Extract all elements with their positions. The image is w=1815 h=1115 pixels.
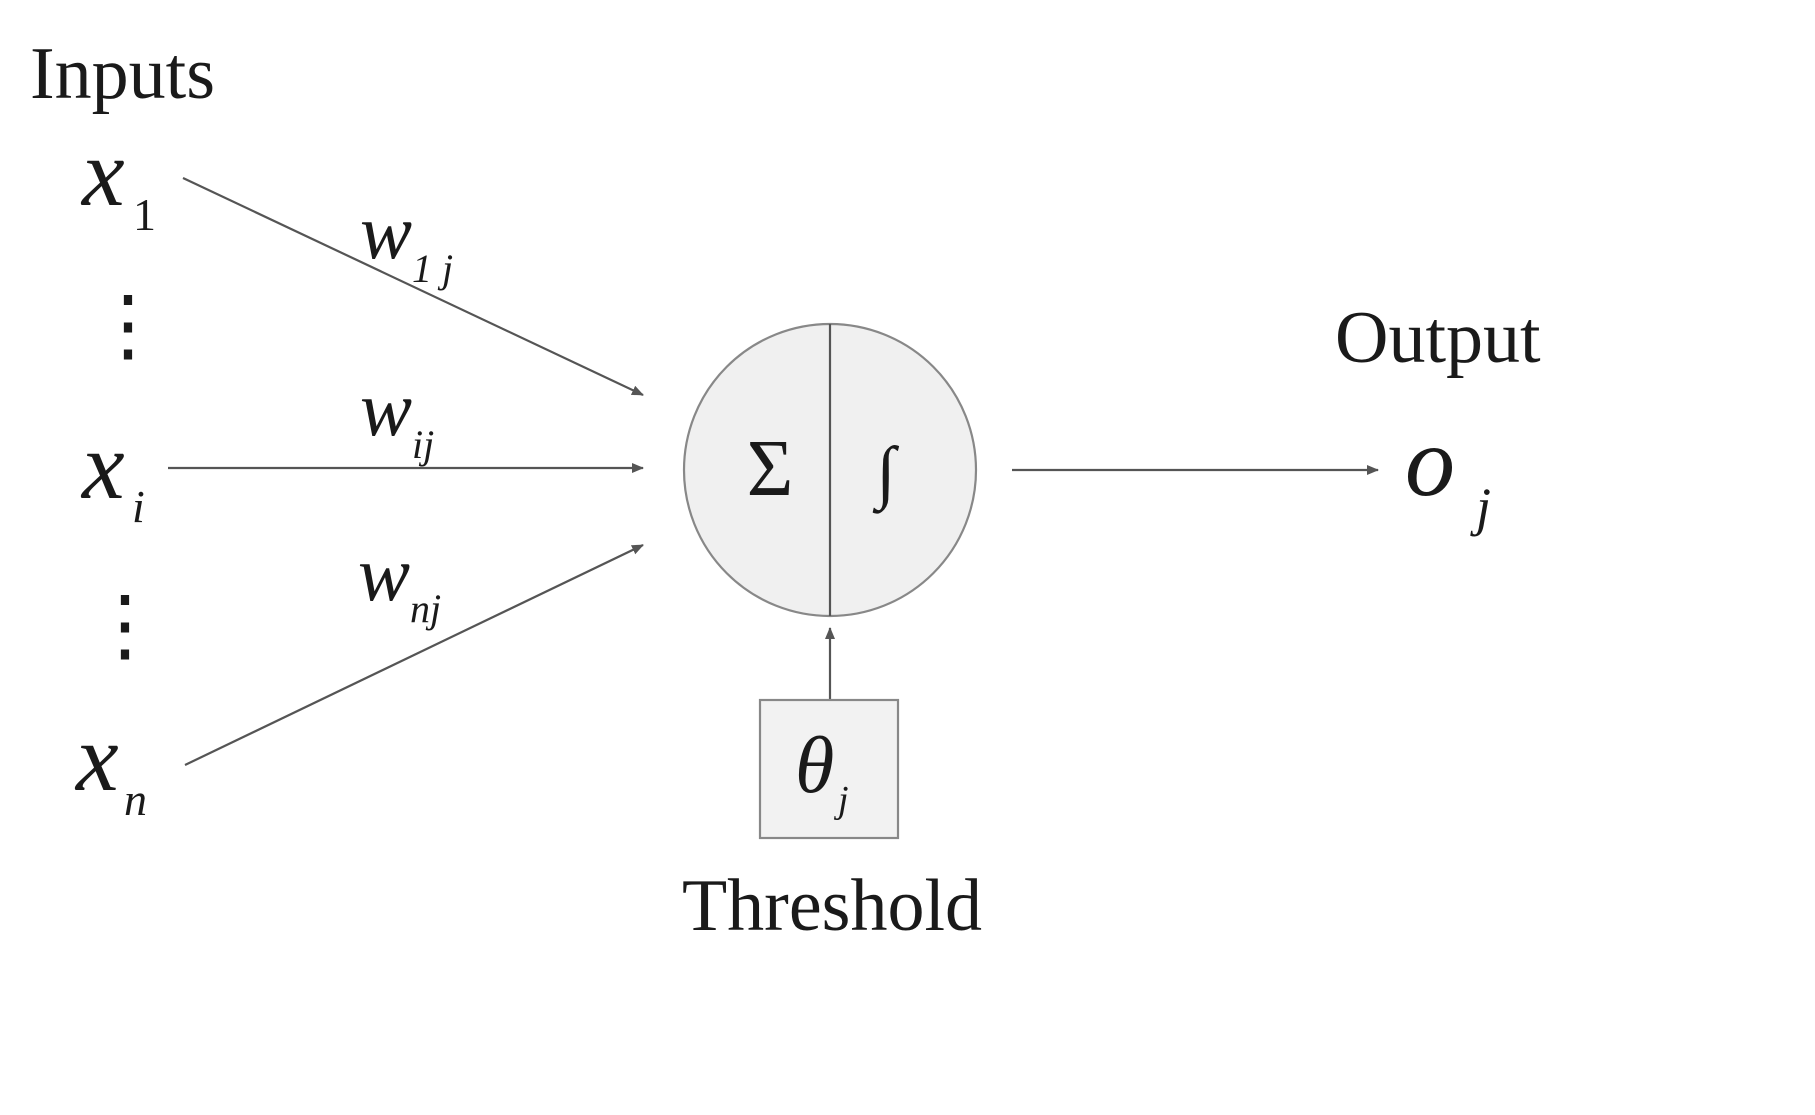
threshold-box: θ j bbox=[758, 698, 900, 840]
weight-wnj-sub: nj bbox=[410, 586, 441, 631]
weight-w1j-var: w bbox=[360, 188, 412, 275]
input-x1: x 1 bbox=[80, 119, 156, 240]
input-xn-var: x bbox=[74, 704, 119, 811]
input-xn-sub: n bbox=[124, 774, 147, 825]
output-label: Output bbox=[1335, 297, 1541, 379]
input-xi-var: x bbox=[80, 412, 125, 519]
activation-symbol: ∫ bbox=[872, 434, 899, 514]
input-xi: x i bbox=[80, 412, 145, 532]
input-xn: x n bbox=[74, 704, 147, 825]
neuron-node: Σ ∫ bbox=[682, 322, 978, 618]
weight-wnj: w nj bbox=[358, 530, 441, 631]
weight-wij-var: w bbox=[360, 365, 412, 452]
ellipsis-bottom: ⋮ bbox=[85, 582, 165, 670]
inputs-label: Inputs bbox=[30, 33, 215, 115]
weight-wnj-var: w bbox=[358, 530, 410, 617]
threshold-rect bbox=[758, 698, 900, 840]
input-x1-sub: 1 bbox=[133, 189, 156, 240]
threshold-theta-var: θ bbox=[795, 722, 834, 810]
output-oj-var: o bbox=[1405, 406, 1455, 517]
weight-w1j-sub: 1 j bbox=[412, 246, 453, 291]
weight-wij-sub: ij bbox=[412, 422, 434, 467]
sum-symbol: Σ bbox=[747, 425, 794, 513]
weight-wij: w ij bbox=[360, 365, 434, 467]
output-oj-sub: j bbox=[1470, 477, 1491, 537]
ellipsis-top: ⋮ bbox=[88, 282, 168, 370]
weight-w1j: w 1 j bbox=[360, 188, 453, 291]
input-xi-sub: i bbox=[132, 481, 145, 532]
input-x1-var: x bbox=[80, 119, 125, 226]
edge-x1-to-neuron bbox=[182, 177, 644, 396]
threshold-label: Threshold bbox=[682, 865, 982, 947]
output-oj: o j bbox=[1405, 406, 1491, 537]
edge-xn-to-neuron bbox=[184, 544, 644, 766]
